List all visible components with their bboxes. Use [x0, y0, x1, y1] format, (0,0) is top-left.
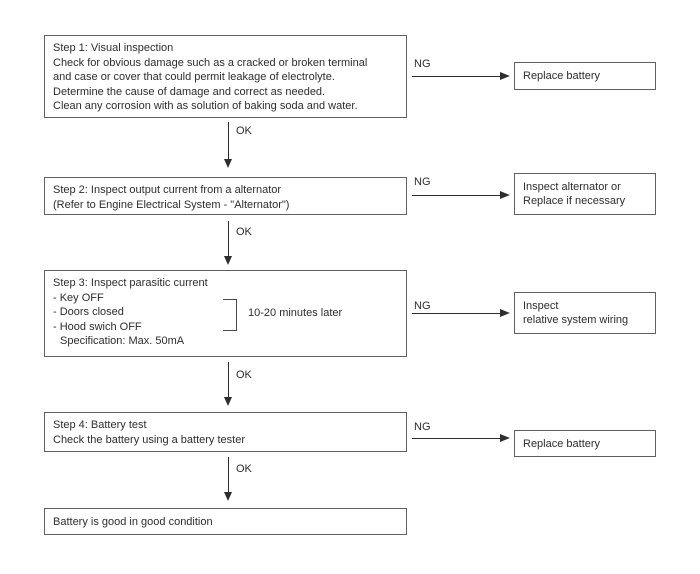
step2-line-2: (Refer to Engine Electrical System - "Al…	[53, 198, 290, 211]
ok-connector-3	[224, 362, 232, 406]
ok-label-4: OK	[236, 463, 252, 475]
result-4-text: Replace battery	[523, 437, 601, 450]
step2-box: Step 2: Inspect output current from a al…	[44, 177, 407, 215]
ng-label-4: NG	[414, 421, 431, 433]
step1-line-2: Check for obvious damage such as a crack…	[53, 56, 368, 69]
bracket-note: 10-20 minutes later	[248, 307, 343, 319]
ng-connector-4	[412, 434, 510, 442]
step4-box: Step 4: Battery test Check the battery u…	[44, 412, 407, 452]
ng-connector-2	[412, 191, 510, 199]
step4-title: Step 4: Battery test	[53, 419, 147, 431]
ok-connector-1	[224, 122, 232, 168]
step1-box: Step 1: Visual inspection Check for obvi…	[44, 35, 407, 118]
ng-label-3: NG	[414, 300, 431, 312]
step2-title: Step 2: Inspect output current from a al…	[53, 184, 282, 196]
ok-label-1: OK	[236, 125, 252, 137]
result-2-line-1: Inspect alternator or	[523, 181, 621, 193]
step3-title: Step 3: Inspect parasitic current	[53, 277, 208, 289]
step1-line-5: Clean any corrosion with as solution of …	[53, 100, 358, 112]
ok-label-2: OK	[236, 226, 252, 238]
ng-label-1: NG	[414, 58, 431, 70]
step3-line-4: - Hood swich OFF	[53, 320, 142, 333]
ng-connector-1	[412, 72, 510, 80]
step4-line-2: Check the battery using a battery tester	[53, 433, 245, 446]
grouping-bracket	[223, 299, 237, 331]
step3-line-5: Specification: Max. 50mA	[60, 335, 185, 347]
step1-line-4: Determine the cause of damage and correc…	[53, 85, 326, 98]
final-text: Battery is good in good condition	[53, 516, 213, 528]
ok-connector-2	[224, 221, 232, 265]
result-box-4: Replace battery	[514, 430, 656, 457]
result-box-3: Inspect relative system wiring	[514, 292, 656, 334]
step1-title: Step 1: Visual inspection	[53, 42, 174, 54]
ng-connector-3	[412, 309, 510, 317]
result-3-line-2: relative system wiring	[523, 314, 629, 326]
step1-line-3: and case or cover that could permit leak…	[53, 71, 335, 83]
ok-label-3: OK	[236, 369, 252, 381]
result-3-line-1: Inspect	[523, 300, 559, 312]
step3-line-3: - Doors closed	[53, 306, 124, 318]
result-box-2: Inspect alternator or Replace if necessa…	[514, 173, 656, 215]
ok-connector-4	[224, 457, 232, 501]
step3-box: Step 3: Inspect parasitic current - Key …	[44, 270, 407, 357]
final-box: Battery is good in good condition	[44, 508, 407, 535]
result-1-text: Replace battery	[523, 70, 601, 82]
step3-line-2: - Key OFF	[53, 291, 104, 304]
result-box-1: Replace battery	[514, 62, 656, 90]
result-2-line-2: Replace if necessary	[523, 195, 626, 207]
ng-label-2: NG	[414, 176, 431, 188]
